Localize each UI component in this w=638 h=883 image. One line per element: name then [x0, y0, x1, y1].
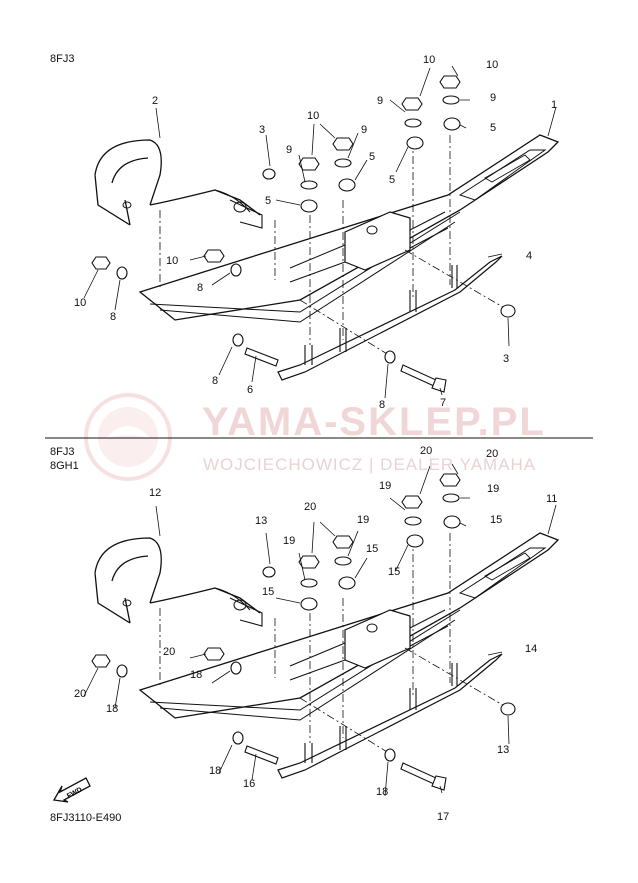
- callout-nut: 20: [74, 688, 86, 700]
- callout-cap: 13: [497, 744, 509, 756]
- callout-handle: 2: [152, 95, 158, 107]
- callout-thin-washer: 8: [379, 399, 385, 411]
- callout-nut: 10: [486, 59, 498, 71]
- callout-washer: 15: [262, 586, 274, 598]
- watermark-subtitle: WOJCIECHOWICZ | DEALER YAMAHA: [203, 455, 537, 474]
- callout-ski: 11: [546, 493, 557, 505]
- callout-bush: 9: [490, 92, 496, 104]
- fwd-arrow-icon: FWD: [52, 777, 91, 803]
- callout-bush: 9: [377, 95, 383, 107]
- callout-cap: 13: [255, 515, 267, 527]
- callout-nut: 10: [423, 54, 435, 66]
- callout-nut: 20: [486, 448, 498, 460]
- callout-washer: 5: [265, 195, 271, 207]
- callout-nut: 10: [166, 255, 178, 267]
- callout-washer: 5: [490, 122, 496, 134]
- diagram-reference: 8FJ3110-E490: [50, 812, 122, 824]
- callouts-bottom: 11 12 13 13 14 15 15 15 15 16 17 18 18 1…: [74, 445, 557, 823]
- callout-thin-washer: 8: [212, 375, 218, 387]
- callout-cap: 3: [503, 353, 509, 365]
- callout-thin-washer: 18: [190, 669, 202, 681]
- model-code: 8FJ3: [50, 446, 75, 458]
- callout-washer: 15: [490, 514, 502, 526]
- ski-assembly-top: [83, 65, 559, 399]
- callout-bolt: 16: [243, 778, 255, 790]
- callout-ski: 1: [551, 99, 557, 111]
- callout-washer: 5: [369, 151, 375, 163]
- callout-nut: 20: [304, 501, 316, 513]
- callout-handle: 12: [149, 487, 161, 499]
- callout-thin-washer: 8: [110, 311, 116, 323]
- callout-bolt: 6: [247, 384, 253, 396]
- callout-nut: 20: [163, 646, 175, 658]
- callout-washer: 15: [366, 543, 378, 555]
- callout-runner: 4: [526, 250, 532, 262]
- model-code: 8GH1: [50, 460, 79, 472]
- callout-bush: 19: [379, 480, 391, 492]
- callout-nut: 10: [307, 110, 319, 122]
- callout-bush: 19: [487, 483, 499, 495]
- callout-thin-washer: 18: [209, 765, 221, 777]
- callout-washer: 15: [388, 566, 400, 578]
- callout-thin-washer: 18: [106, 703, 118, 715]
- callout-cap: 3: [259, 124, 265, 136]
- watermark-title: YAMA-SKLEP.PL: [202, 400, 546, 444]
- callout-thin-washer: 8: [197, 282, 203, 294]
- callout-thin-washer: 18: [376, 786, 388, 798]
- callouts-top: 1 2 3 3 4 5 5 5 5 6 7 8 8 8 8 9 9 9 9 10…: [74, 54, 557, 411]
- callout-bush: 9: [286, 144, 292, 156]
- callout-bush: 19: [357, 514, 369, 526]
- callout-bush: 9: [361, 124, 367, 136]
- callout-nut: 20: [420, 445, 432, 457]
- callout-long-bolt: 17: [437, 811, 449, 823]
- callout-long-bolt: 7: [440, 397, 446, 409]
- callout-washer: 5: [389, 174, 395, 186]
- ski-assembly-bottom: [83, 463, 559, 797]
- watermark-logo: [84, 393, 172, 481]
- model-code: 8FJ3: [50, 53, 75, 65]
- callout-bush: 19: [283, 535, 295, 547]
- callout-runner: 14: [525, 643, 537, 655]
- callout-nut: 10: [74, 297, 86, 309]
